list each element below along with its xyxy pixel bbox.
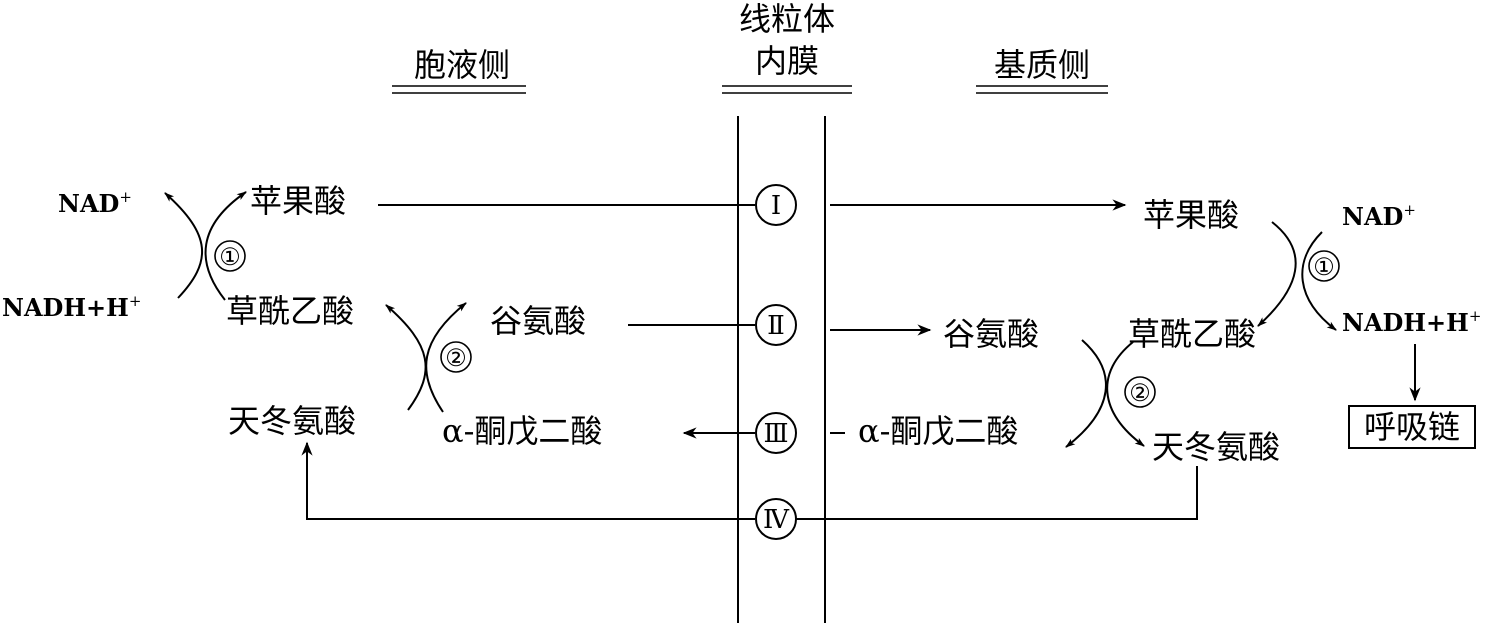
matrix-oxaloacetate-label: 草酰乙酸 — [1128, 315, 1256, 353]
matrix-aspartate-label: 天冬氨酸 — [1152, 428, 1280, 466]
respiratory-chain-box — [1348, 405, 1476, 449]
cytosol-aspartate-label: 天冬氨酸 — [228, 402, 356, 440]
matrix-reaction-2-label: ② — [1129, 379, 1151, 407]
cytosol-oxaloacetate-label: 草酰乙酸 — [226, 292, 354, 330]
transporter-1: Ⅰ — [755, 184, 797, 226]
matrix-nad-label: NAD+ — [1342, 201, 1416, 231]
cytosol-r1-nadh-to-nad-arrow — [164, 192, 203, 299]
matrix-reaction-2-marker — [1124, 376, 1156, 408]
aspartate-transport-arrow-left — [301, 441, 755, 520]
cytosol-glutamate-label: 谷氨酸 — [490, 302, 586, 340]
membrane-header-line2: 内膜 — [755, 42, 819, 80]
matrix-nadh-label: NADH+H+ — [1342, 307, 1481, 337]
cytosol-r1-oxaloacetate-to-malate-arrow — [204, 191, 247, 301]
transporter-3: Ⅲ — [755, 412, 797, 454]
cytosol-reaction-1-marker — [214, 240, 246, 272]
cytosol-nadh-label: NADH+H+ — [2, 292, 141, 322]
cytosol-reaction-2-marker — [440, 341, 472, 373]
transporter-4-label: Ⅳ — [763, 505, 790, 535]
matrix-r2-glutamate-to-akg-arrow — [1065, 339, 1107, 448]
cytosol-r2-aspartate-to-oxaloacetate-arrow — [385, 304, 427, 411]
matrix-malate-label: 苹果酸 — [1143, 196, 1239, 234]
transporter-3-label: Ⅲ — [763, 419, 788, 449]
cytosol-r2-akg-to-glutamate-arrow — [425, 302, 467, 413]
matrix-akg-label: α-酮戊二酸 — [858, 412, 1018, 450]
transporter-4: Ⅳ — [755, 498, 797, 540]
transporter-2-label: Ⅱ — [767, 311, 785, 341]
cytosol-reaction-1-label: ① — [219, 243, 241, 271]
transporter-1-label: Ⅰ — [771, 191, 781, 221]
cytosol-malate-label: 苹果酸 — [250, 182, 346, 220]
cytosol-side-header: 胞液侧 — [414, 46, 510, 84]
transporter-2: Ⅱ — [755, 304, 797, 346]
membrane-header-line1: 线粒体 — [739, 0, 835, 38]
matrix-reaction-1-marker — [1308, 250, 1340, 282]
cytosol-akg-label: α-酮戊二酸 — [442, 412, 602, 450]
matrix-r2-oxaloacetate-to-aspartate-arrow — [1106, 341, 1145, 447]
cytosol-nad-label: NAD+ — [58, 188, 132, 218]
matrix-reaction-1-label: ① — [1313, 253, 1335, 281]
matrix-glutamate-label: 谷氨酸 — [943, 315, 1039, 353]
matrix-r1-nad-to-nadh-arrow — [1301, 231, 1337, 331]
cytosol-reaction-2-label: ② — [445, 344, 467, 372]
respiratory-chain-label: 呼吸链 — [1364, 408, 1460, 446]
matrix-r1-malate-to-oxaloacetate-arrow — [1257, 221, 1297, 327]
aspartate-transport-line-right — [796, 466, 1198, 520]
matrix-side-header: 基质侧 — [994, 46, 1090, 84]
